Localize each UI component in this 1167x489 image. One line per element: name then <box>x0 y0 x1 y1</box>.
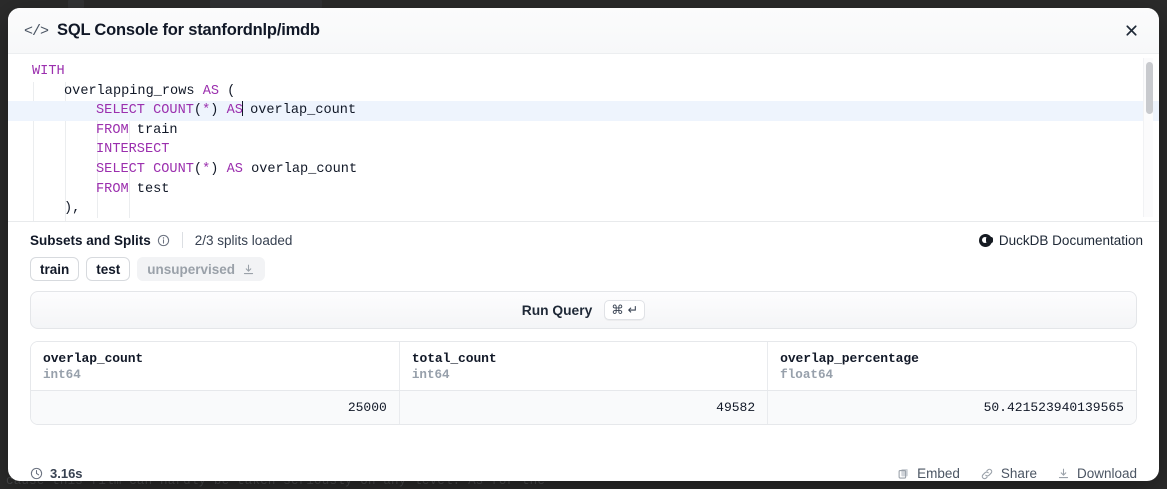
sql-text: ( <box>219 84 235 99</box>
subsets-title: Subsets and Splits <box>30 233 151 248</box>
sql-text: ( <box>194 103 202 118</box>
footer-action-label: Download <box>1077 466 1137 481</box>
sql-text: train <box>129 123 178 138</box>
sql-code-line: SELECT COUNT(*) AS overlap_count <box>8 101 1159 121</box>
footer-action-download[interactable]: Download <box>1057 466 1137 481</box>
info-icon[interactable] <box>157 234 170 247</box>
results-header-row: overlap_countint64total_countint64overla… <box>31 342 1136 391</box>
split-chip-unsupervised[interactable]: unsupervised <box>137 257 265 281</box>
background-cell-b <box>210 0 322 8</box>
column-type: int64 <box>43 368 387 382</box>
run-query-shortcut: ⌘ ↵ <box>604 300 645 320</box>
sql-text: ) <box>210 162 226 177</box>
sql-keyword: AS <box>227 103 243 118</box>
sql-code-line: INTERSECT <box>8 140 1159 160</box>
sql-keyword: AS <box>227 162 243 177</box>
copy-icon <box>897 467 910 480</box>
query-duration: 3.16s <box>30 466 83 481</box>
sql-keyword: SELECT COUNT <box>96 162 194 177</box>
split-chips: train test unsupervised <box>8 248 1159 291</box>
split-chip-label: unsupervised <box>147 262 235 277</box>
split-chip-label: test <box>96 262 120 277</box>
run-query-area: Run Query ⌘ ↵ <box>8 291 1159 329</box>
close-button[interactable] <box>1117 17 1145 45</box>
column-header[interactable]: total_count int64 <box>399 342 767 391</box>
sql-text: overlap_count <box>243 162 357 177</box>
shortcut-cmd: ⌘ <box>611 302 624 317</box>
results-body: 250004958250.421523940139565 <box>31 391 1136 425</box>
split-chip-train[interactable]: train <box>30 257 79 281</box>
close-icon <box>1124 23 1139 38</box>
sql-keyword: AS <box>203 84 219 99</box>
column-name: overlap_count <box>43 351 387 366</box>
results-area: overlap_countint64total_countint64overla… <box>8 329 1159 456</box>
sql-keyword: FROM <box>96 182 129 197</box>
sql-keyword: WITH <box>32 64 65 79</box>
sql-code-line: FROM train <box>8 121 1159 141</box>
editor-scrollbar[interactable] <box>1143 58 1153 217</box>
sql-text: ), <box>64 201 80 216</box>
results-footer: 3.16s Embed Share Download <box>8 456 1159 481</box>
shortcut-enter: ↵ <box>628 302 638 317</box>
sql-code-line: FROM test <box>8 180 1159 200</box>
sql-text: ( <box>194 162 202 177</box>
sql-code-line: SELECT COUNT(*) AS overlap_count <box>8 160 1159 180</box>
sql-keyword: INTERSECT <box>96 142 169 157</box>
sql-code-line: ), <box>8 199 1159 219</box>
column-name: total_count <box>412 351 755 366</box>
editor-scrollbar-thumb[interactable] <box>1146 62 1153 114</box>
table-cell: 25000 <box>31 391 399 425</box>
footer-action-share[interactable]: Share <box>980 466 1037 481</box>
footer-actions: Embed Share Download <box>897 466 1137 481</box>
column-header[interactable]: overlap_count int64 <box>31 342 399 391</box>
table-cell: 50.421523940139565 <box>768 391 1136 425</box>
subsets-and-splits-bar: Subsets and Splits 2/3 splits loaded Duc… <box>8 221 1159 248</box>
duckdb-documentation-link[interactable]: DuckDB Documentation <box>979 233 1143 248</box>
split-chip-label: train <box>40 262 69 277</box>
download-icon <box>242 263 255 276</box>
sql-text: ) <box>210 103 226 118</box>
sql-code-line: WITH <box>8 62 1159 82</box>
sql-code-line: overlapping_rows AS ( <box>8 82 1159 102</box>
modal-header: </> SQL Console for stanfordnlp/imdb <box>8 8 1159 53</box>
footer-action-embed[interactable]: Embed <box>897 466 960 481</box>
code-icon: </> <box>24 23 48 40</box>
run-query-button[interactable]: Run Query ⌘ ↵ <box>30 291 1137 329</box>
table-cell: 49582 <box>399 391 767 425</box>
sql-text: overlap_count <box>242 103 356 118</box>
column-name: overlap_percentage <box>780 351 1124 366</box>
column-header[interactable]: overlap_percentage float64 <box>768 342 1136 391</box>
splits-loaded-status: 2/3 splits loaded <box>195 233 293 248</box>
table-row: 250004958250.421523940139565 <box>31 391 1136 425</box>
duckdb-icon <box>979 234 992 247</box>
sql-editor[interactable]: WITHoverlapping_rows AS (SELECT COUNT(*)… <box>8 53 1159 221</box>
sql-keyword: FROM <box>96 123 129 138</box>
sql-console-modal: </> SQL Console for stanfordnlp/imdb WIT… <box>8 8 1159 481</box>
sql-text: test <box>129 182 170 197</box>
sql-keyword: SELECT COUNT <box>96 103 194 118</box>
duckdb-documentation-label: DuckDB Documentation <box>999 233 1143 248</box>
run-query-label: Run Query <box>522 303 593 318</box>
link-icon <box>980 467 994 481</box>
divider <box>182 232 183 248</box>
column-type: float64 <box>780 368 1124 382</box>
results-table-container: overlap_countint64total_countint64overla… <box>30 341 1137 425</box>
footer-action-label: Share <box>1001 466 1037 481</box>
clock-icon <box>30 467 43 480</box>
download-icon <box>1057 467 1070 480</box>
background-cell-a <box>68 0 84 8</box>
sql-text: overlapping_rows <box>64 84 203 99</box>
footer-action-label: Embed <box>917 466 960 481</box>
column-type: int64 <box>412 368 755 382</box>
query-duration-label: 3.16s <box>50 466 83 481</box>
split-chip-test[interactable]: test <box>86 257 130 281</box>
page-title: SQL Console for stanfordnlp/imdb <box>57 21 320 40</box>
results-table: overlap_countint64total_countint64overla… <box>31 342 1136 424</box>
sql-editor-content[interactable]: WITHoverlapping_rows AS (SELECT COUNT(*)… <box>8 54 1159 221</box>
